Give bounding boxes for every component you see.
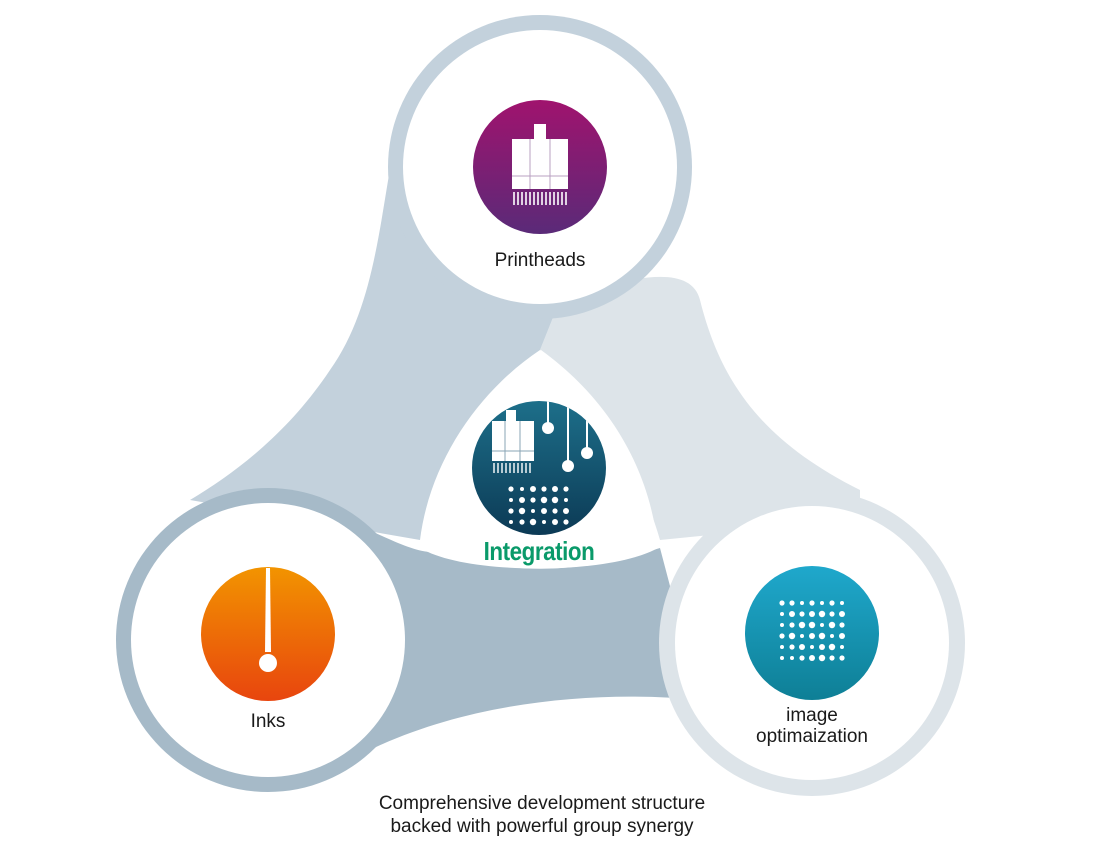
caption-line-1: Comprehensive development structure [378,793,706,814]
ink-drop-icon [201,567,335,701]
printhead-icon [473,100,607,234]
diagram-caption: Comprehensive development structure back… [300,792,784,838]
image-optimization-label-line1: image [786,705,838,726]
printheads-label: Printheads [494,250,586,271]
inks-label: Inks [250,711,286,732]
image-optimization-label-line2: optimaization [756,726,868,747]
connector-left [190,120,560,540]
integration-icon [472,401,606,535]
image-optimization-label: image optimaization [712,705,912,747]
connector-right [540,276,860,540]
halftone-dots-icon [745,566,879,700]
caption-line-2: backed with powerful group synergy [390,816,694,837]
integration-label: Integration [483,536,595,566]
